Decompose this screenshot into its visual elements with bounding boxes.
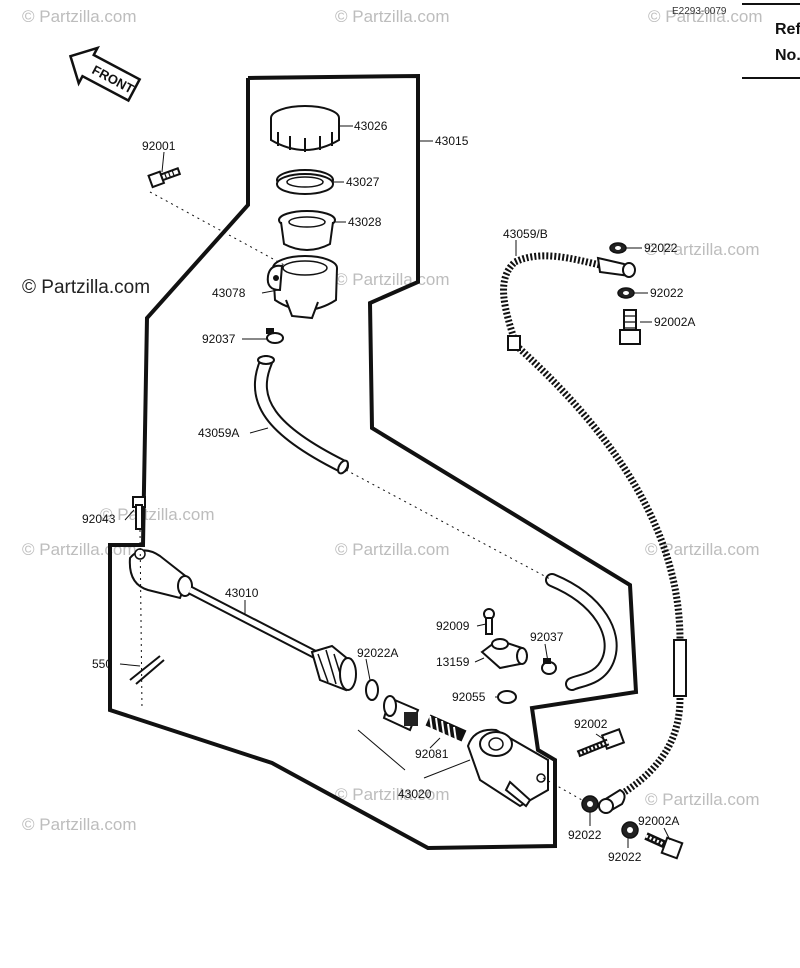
watermark: © Partzilla.com — [648, 7, 763, 26]
diaphragm-plate — [276, 169, 334, 195]
ref-label: Ref — [775, 21, 800, 38]
part-labels: 43026 43015 92001 43027 43028 43078 9203… — [82, 119, 695, 864]
label-43026: 43026 — [354, 119, 388, 133]
cotter-pin-550 — [129, 655, 165, 685]
watermark: © Partzilla.com — [645, 540, 760, 559]
label-92037-lower: 92037 — [530, 630, 564, 644]
bolt-92001 — [147, 167, 182, 189]
label-92037-upper: 92037 — [202, 332, 236, 346]
label-43020: 43020 — [398, 787, 432, 801]
watermark: © Partzilla.com — [100, 505, 215, 524]
label-43059b: 43059/B — [503, 227, 548, 241]
label-92043: 92043 — [82, 512, 116, 526]
reservoir-cap — [270, 105, 340, 152]
fitting-13159 — [480, 638, 528, 670]
watermark: © Partzilla.com — [645, 790, 760, 809]
watermark: © Partzilla.com — [22, 540, 137, 559]
o-ring-92055 — [497, 690, 517, 704]
watermark: © Partzilla.com — [645, 240, 760, 259]
piston-assembly-43020 — [357, 695, 471, 779]
label-43010: 43010 — [225, 586, 259, 600]
watermark-main: © Partzilla.com — [22, 277, 150, 298]
reservoir-body — [266, 255, 338, 320]
ref-label-no: No. — [775, 47, 800, 64]
banjo-bolt-92002 — [576, 728, 626, 758]
label-92002: 92002 — [574, 717, 608, 731]
label-13159: 13159 — [436, 655, 470, 669]
label-43059a: 43059A — [198, 426, 239, 440]
label-43078: 43078 — [212, 286, 246, 300]
diaphragm — [278, 210, 336, 251]
label-92022-lower-left: 92022 — [568, 828, 602, 842]
braided-line-43059b — [500, 252, 687, 814]
watermark: © Partzilla.com — [335, 270, 450, 289]
label-550: 550 — [92, 657, 112, 671]
watermark: © Partzilla.com — [22, 815, 137, 834]
label-92022-top: 92022 — [644, 241, 678, 255]
washer-hole — [623, 291, 629, 295]
master-cylinder-body — [466, 728, 549, 808]
alignment-lines — [139, 191, 583, 801]
clevis-pushrod-43010 — [128, 548, 357, 692]
watermark: © Partzilla.com — [22, 7, 137, 26]
label-92022a: 92022A — [357, 646, 398, 660]
figure-code: E2293-0079 — [672, 6, 727, 17]
front-arrow-icon: FRONT — [68, 45, 142, 103]
washer-hole — [587, 801, 593, 807]
label-92055: 92055 — [452, 690, 486, 704]
watermark: © Partzilla.com — [335, 785, 450, 804]
hose-clamp-lower — [541, 658, 557, 675]
washer-hole — [627, 827, 633, 833]
label-92001: 92001 — [142, 139, 176, 153]
label-43027: 43027 — [346, 175, 380, 189]
watermark: © Partzilla.com — [335, 7, 450, 26]
hose-clamp-upper — [266, 328, 284, 344]
leader-lines — [119, 125, 671, 848]
label-92022-second: 92022 — [650, 286, 684, 300]
hose-43059a-lower — [545, 573, 618, 691]
circlip-92022a — [365, 679, 379, 701]
banjo-bolt-92002a-bottom — [644, 832, 684, 860]
label-92002a-top: 92002A — [654, 315, 695, 329]
label-92081: 92081 — [415, 747, 449, 761]
banjo-bolt-92002a-top — [619, 309, 641, 345]
watermark: © Partzilla.com — [335, 540, 450, 559]
label-92002a-bottom: 92002A — [638, 814, 679, 828]
label-43028: 43028 — [348, 215, 382, 229]
assembly-43015-border — [108, 73, 639, 851]
label-43015: 43015 — [435, 134, 469, 148]
label-92009: 92009 — [436, 619, 470, 633]
hose-43059a — [253, 355, 349, 475]
watermark-layer: © Partzilla.com © Partzilla.com © Partzi… — [22, 7, 763, 834]
pin-92043 — [132, 496, 146, 530]
label-92022-lower-right: 92022 — [608, 850, 642, 864]
washer-hole — [615, 246, 621, 250]
bolt-92009 — [483, 608, 495, 635]
